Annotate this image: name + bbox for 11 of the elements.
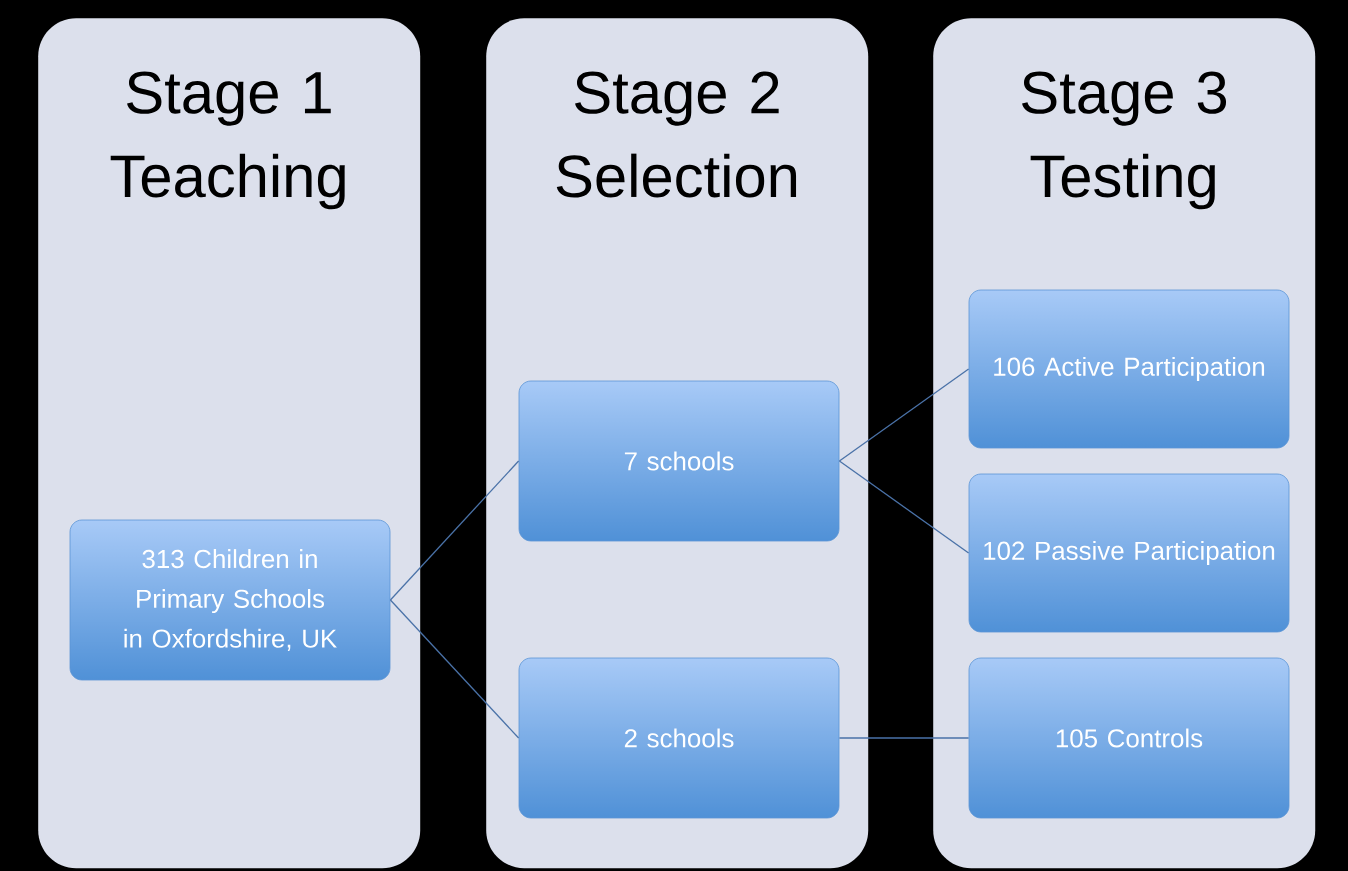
connector-line <box>838 460 970 554</box>
process-box: 2 schools <box>518 657 840 819</box>
connector-line <box>389 599 520 739</box>
connector-line <box>389 460 520 601</box>
process-box: 7 schools <box>518 380 840 542</box>
connector-line <box>838 368 970 462</box>
connector-line <box>838 737 970 739</box>
process-box: 313 Children in Primary Schools in Oxfordshire, UK <box>69 519 391 681</box>
process-box: 106 Active Participation <box>968 289 1290 449</box>
process-box: 105 Controls <box>968 657 1290 819</box>
process-box: 102 Passive Participation <box>968 473 1290 633</box>
